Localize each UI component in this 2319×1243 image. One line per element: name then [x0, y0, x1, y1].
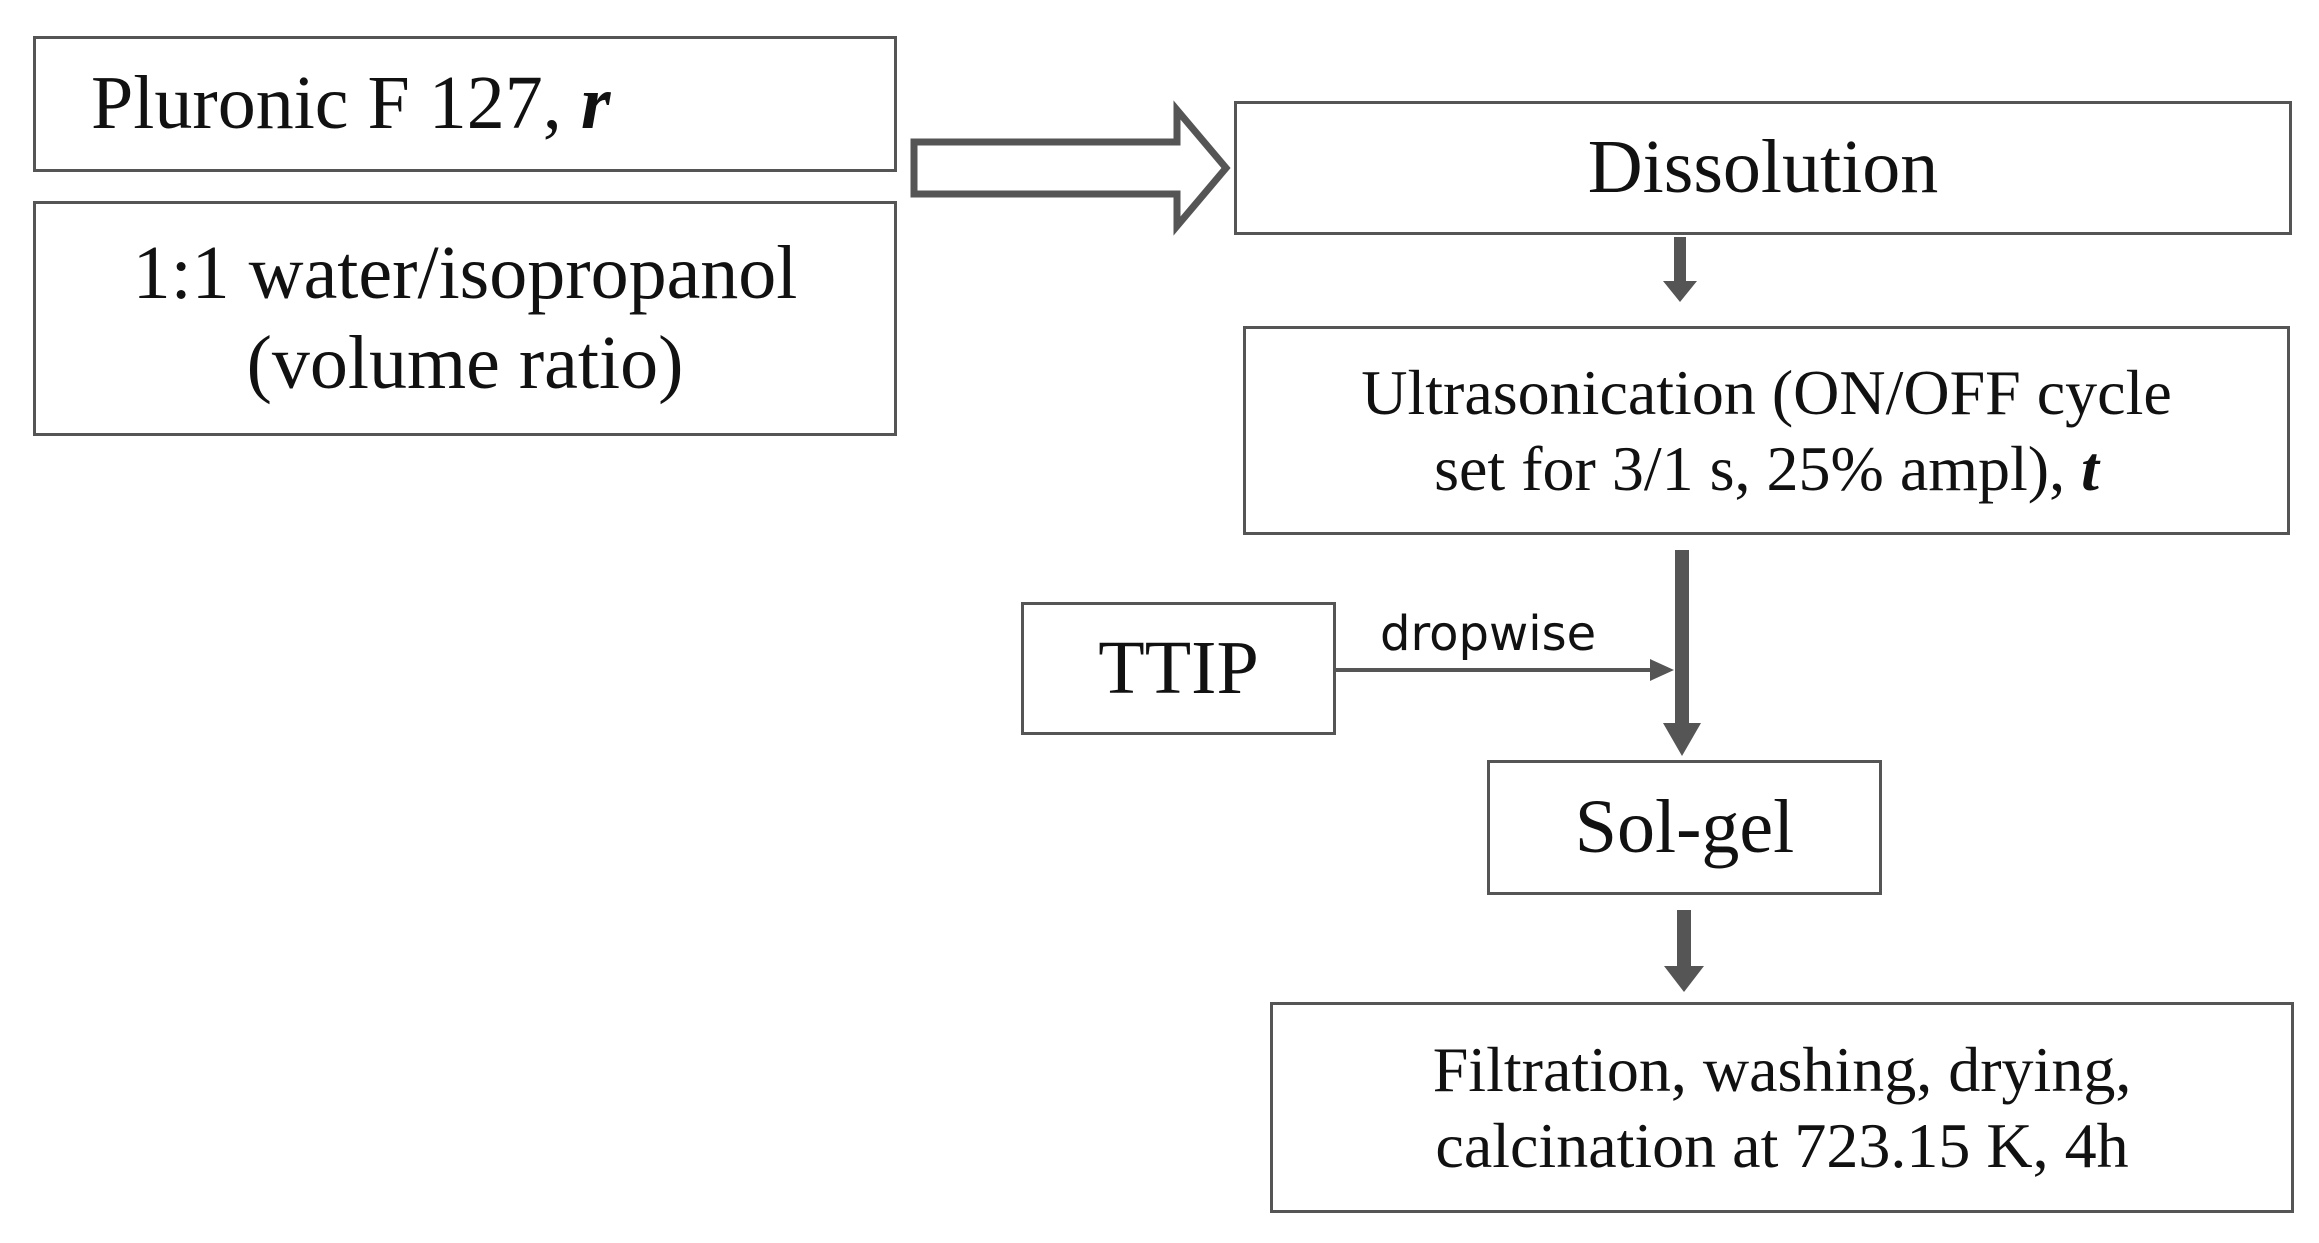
solgel-label: Sol-gel — [1574, 784, 1795, 869]
pluronic-label: Pluronic F 127, r — [91, 59, 610, 149]
solvent-line2: (volume ratio) — [246, 320, 684, 405]
pluronic-variable: r — [580, 61, 611, 146]
solgel-box: Sol-gel — [1487, 760, 1882, 895]
solvent-box: 1:1 water/isopropanol (volume ratio) — [33, 201, 897, 436]
block-arrow-to-dissolution — [910, 100, 1231, 236]
pluronic-text: Pluronic F 127, — [91, 61, 581, 146]
arrow-dissolution-to-ultrasonication — [1663, 237, 1697, 302]
arrow-solgel-to-final — [1664, 910, 1704, 992]
solvent-line1: 1:1 water/isopropanol — [132, 230, 798, 315]
final-step-line1: Filtration, washing, drying, — [1432, 1033, 2132, 1105]
final-step-line2: calcination at 723.15 K, 4h — [1435, 1109, 2129, 1181]
ttip-label: TTIP — [1098, 625, 1259, 710]
final-step-label: Filtration, washing, drying, calcination… — [1433, 1032, 2132, 1183]
arrow-ttip-dropwise — [1336, 659, 1674, 681]
ultrasonication-line2-text: set for 3/1 s, 25% ampl), — [1434, 432, 2082, 504]
dropwise-label: dropwise — [1380, 606, 1597, 662]
dissolution-label: Dissolution — [1587, 125, 1939, 210]
arrow-ultrasonication-to-solgel — [1663, 550, 1701, 756]
dissolution-box: Dissolution — [1234, 101, 2292, 235]
ultrasonication-line1: Ultrasonication (ON/OFF cycle — [1361, 356, 2172, 428]
pluronic-box: Pluronic F 127, r — [33, 36, 897, 172]
ultrasonication-label: Ultrasonication (ON/OFF cycle set for 3/… — [1361, 355, 2172, 506]
solvent-label: 1:1 water/isopropanol (volume ratio) — [133, 229, 798, 408]
ttip-box: TTIP — [1021, 602, 1336, 735]
ultrasonication-variable: t — [2081, 432, 2099, 504]
ultrasonication-box: Ultrasonication (ON/OFF cycle set for 3/… — [1243, 326, 2290, 535]
final-step-box: Filtration, washing, drying, calcination… — [1270, 1002, 2294, 1213]
ultrasonication-line2: set for 3/1 s, 25% ampl), t — [1361, 431, 2172, 507]
